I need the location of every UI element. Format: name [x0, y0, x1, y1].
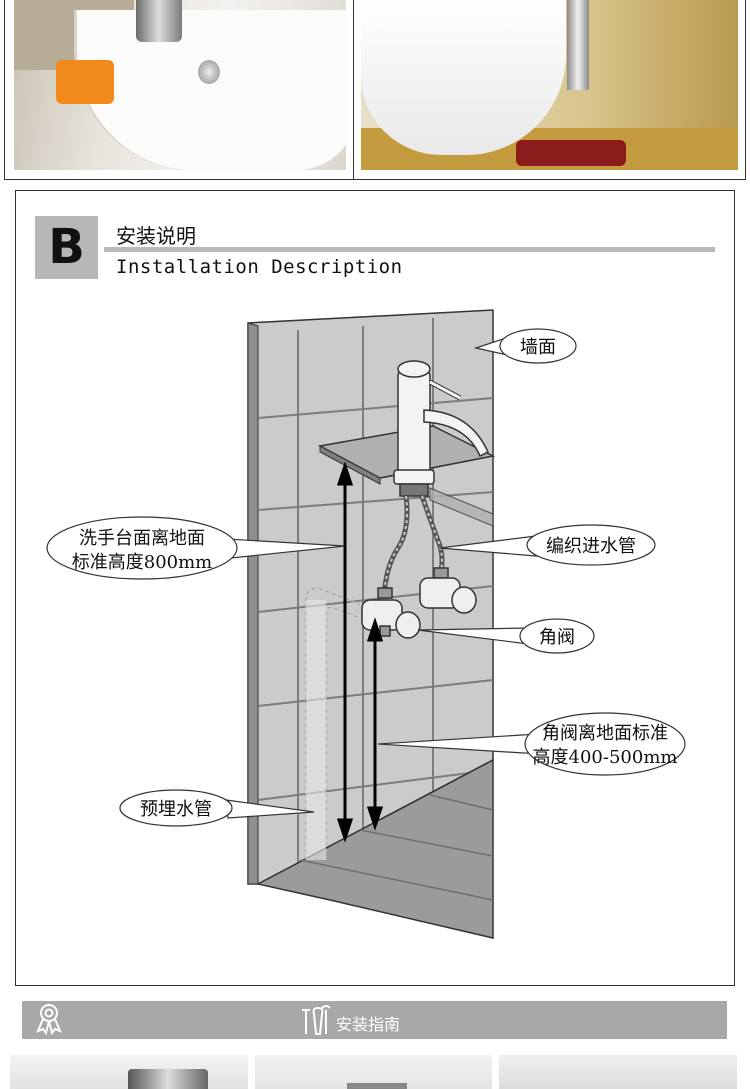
section-title-zh: 安装说明 — [116, 224, 196, 248]
floor — [255, 758, 494, 939]
label-valve-height-1: 角阀离地面标准 — [542, 723, 668, 744]
install-guide-bar — [22, 1001, 727, 1039]
label-valve-height-2: 高度400-500mm — [533, 747, 678, 768]
basin-photo-left — [14, 0, 346, 170]
label-embedded-pipe: 预埋水管 — [140, 799, 212, 820]
label-braided-hose: 编织进水管 — [546, 536, 636, 557]
photo-divider — [353, 0, 354, 180]
embedded-pipe-fill — [306, 600, 326, 860]
section-letter: B — [48, 219, 85, 275]
angle-valve-left — [361, 587, 421, 639]
dimension-counter-height — [336, 461, 354, 843]
bottom-photo-2 — [255, 1055, 492, 1089]
vessel-sink — [361, 0, 566, 155]
angle-valve-right — [419, 567, 477, 614]
bottom-photo-3 — [499, 1055, 737, 1089]
soap-bar — [56, 60, 114, 104]
drain-stopper — [198, 60, 220, 84]
section-title-en: Installation Description — [116, 256, 403, 278]
label-counter-height-2: 标准高度800mm — [72, 552, 213, 573]
callout-wall: 墙面 — [473, 328, 577, 364]
title-rule — [104, 247, 715, 252]
red-towel — [516, 140, 626, 166]
callout-embedded-pipe: 预埋水管 — [119, 789, 315, 827]
bottom-photo-1 — [10, 1055, 248, 1089]
dimension-valve-height — [366, 617, 384, 831]
callout-valve-height: 角阀离地面标准 高度400-500mm — [377, 712, 686, 776]
label-counter-height-1: 洗手台面离地面 — [79, 528, 205, 549]
faucet-detail-1 — [128, 1069, 208, 1089]
callout-angle-valve: 角阀 — [417, 618, 595, 654]
faucet-body — [136, 0, 182, 42]
faucet-stem — [567, 0, 589, 90]
label-wall: 墙面 — [520, 337, 556, 358]
top-photo-frame — [4, 0, 746, 180]
faucet-detail-2 — [347, 1083, 407, 1089]
label-angle-valve: 角阀 — [539, 627, 575, 648]
basin-photo-right — [361, 0, 738, 170]
section-badge: B — [35, 216, 98, 279]
install-guide-title: 安装指南 — [336, 1015, 401, 1034]
callout-counter-height: 洗手台面离地面 标准高度800mm — [46, 516, 346, 580]
faucet — [393, 360, 489, 497]
callout-braided-hose: 编织进水管 — [439, 524, 656, 566]
